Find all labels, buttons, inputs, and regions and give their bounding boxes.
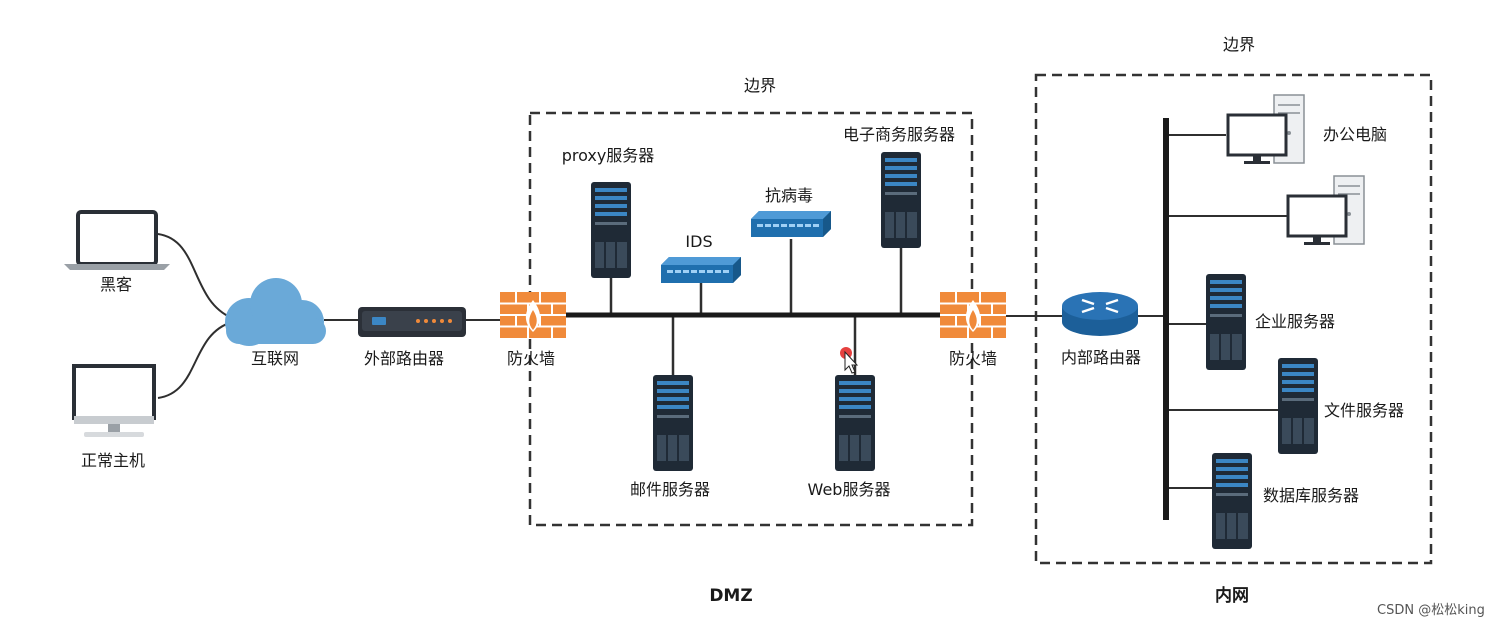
ids-label: IDS — [685, 232, 713, 251]
switch-icon — [751, 211, 831, 237]
intranet-title: 内网 — [1215, 586, 1249, 606]
dmz-border-label: 边界 — [743, 76, 777, 95]
internal-router-label: 内部路由器 — [1060, 348, 1142, 367]
server-icon — [653, 375, 693, 471]
web-server-label: Web服务器 — [807, 480, 891, 499]
router-icon — [358, 307, 466, 337]
proxy-server-label: proxy服务器 — [561, 146, 655, 165]
file-server-label: 文件服务器 — [1324, 401, 1405, 420]
normal-host-label: 正常主机 — [80, 451, 146, 470]
antivirus-label: 抗病毒 — [764, 186, 814, 205]
firewall-icon — [939, 291, 1007, 339]
mail-server-label: 邮件服务器 — [629, 480, 711, 499]
internet-label: 互联网 — [250, 349, 300, 368]
hacker-label: 黑客 — [99, 275, 133, 294]
desktop-pc-icon — [1286, 174, 1366, 247]
server-icon — [881, 152, 921, 248]
ecommerce-server-label: 电子商务服务器 — [842, 125, 956, 144]
intranet-border-label: 边界 — [1222, 35, 1256, 54]
server-icon — [1278, 358, 1318, 454]
firewall-1-label: 防火墙 — [506, 349, 556, 368]
dmz-title: DMZ — [709, 586, 753, 606]
laptop-icon — [64, 210, 170, 270]
desktop-pc-icon — [1226, 93, 1306, 166]
cloud-icon — [225, 278, 326, 346]
connection-lines — [157, 134, 1288, 489]
server-icon — [591, 182, 631, 278]
enterprise-server-label: 企业服务器 — [1255, 312, 1336, 331]
firewall-icon — [499, 291, 567, 339]
server-icon — [835, 375, 875, 471]
router-icon — [1062, 292, 1138, 336]
monitor-icon — [72, 364, 156, 437]
dmz-drop-lines — [609, 239, 903, 376]
watermark: CSDN @松松king — [1377, 603, 1485, 618]
server-icon — [1212, 453, 1252, 549]
server-icon — [1206, 274, 1246, 370]
database-server-label: 数据库服务器 — [1263, 486, 1360, 505]
external-router-label: 外部路由器 — [363, 349, 445, 368]
intranet-boundary — [1034, 73, 1433, 565]
mouse-cursor-icon — [840, 347, 859, 374]
switch-icon — [661, 257, 741, 283]
office-pc-label: 办公电脑 — [1323, 125, 1388, 144]
firewall-2-label: 防火墙 — [948, 349, 998, 368]
